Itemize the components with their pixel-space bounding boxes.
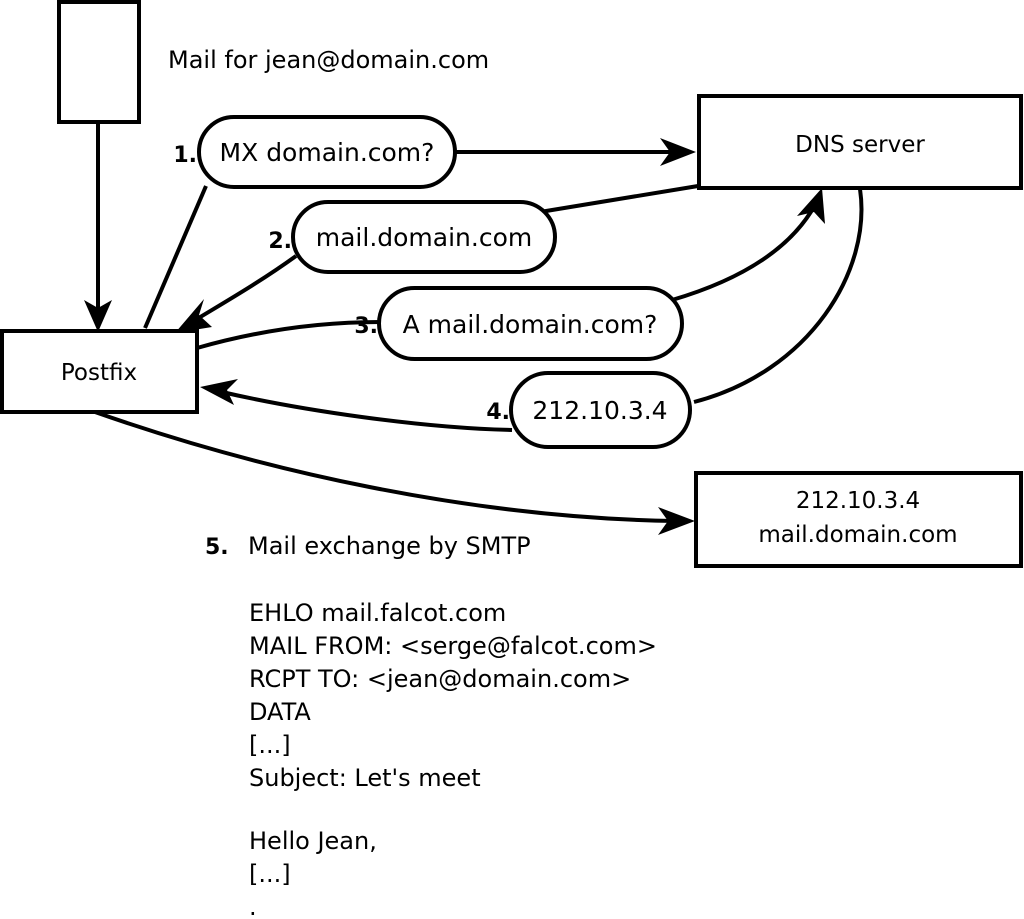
edge-step4-to-postfix — [200, 379, 513, 432]
edge-sender-to-postfix — [84, 122, 112, 332]
node-postfix: Postfix — [0, 329, 199, 414]
step-4-number: 4. — [486, 400, 510, 425]
step-4-bubble: 212.10.3.4 — [509, 371, 692, 449]
step-2-bubble-label: mail.domain.com — [316, 223, 532, 252]
node-dns-server: DNS server — [697, 94, 1023, 190]
edge-postfix-to-step3 — [196, 320, 381, 350]
edge-step3-to-dns — [671, 188, 825, 302]
step-1-number: 1. — [173, 143, 197, 168]
step-3-bubble-label: A mail.domain.com? — [403, 310, 658, 339]
smtp-line-3: DATA — [249, 698, 311, 726]
node-mail-server-ip: 212.10.3.4 — [796, 488, 920, 514]
node-mail-server: 212.10.3.4 mail.domain.com — [694, 471, 1023, 568]
step-4-bubble-label: 212.10.3.4 — [532, 396, 667, 425]
step-1-bubble: MX domain.com? — [197, 115, 457, 189]
step-5-label: Mail exchange by SMTP — [248, 532, 531, 560]
node-sender-box — [57, 0, 141, 124]
smtp-line-2: RCPT TO: <jean@domain.com> — [249, 665, 631, 693]
smtp-line-5: Subject: Let's meet — [249, 764, 481, 792]
smtp-line-7: Hello Jean, — [249, 827, 377, 855]
smtp-line-4: [...] — [249, 731, 291, 759]
diagram-title: Mail for jean@domain.com — [168, 46, 489, 74]
step-2-bubble: mail.domain.com — [291, 200, 557, 274]
edge-postfix-to-mailserver — [94, 410, 695, 535]
step-5-number: 5. — [205, 535, 229, 560]
node-postfix-label: Postfix — [61, 360, 137, 386]
step-1-bubble-label: MX domain.com? — [220, 138, 435, 167]
smtp-line-8: [...] — [249, 860, 291, 888]
smtp-line-1: MAIL FROM: <serge@falcot.com> — [249, 632, 657, 660]
edge-postfix-to-step1 — [143, 185, 208, 329]
step-2-number: 2. — [268, 229, 292, 254]
edge-step1-to-dns — [455, 138, 696, 166]
edge-step2-to-postfix — [175, 254, 298, 333]
smtp-line-9: . — [249, 893, 257, 919]
step-3-number: 3. — [354, 314, 378, 339]
edge-dns-to-step2 — [539, 184, 699, 214]
edge-dns-to-step4 — [693, 188, 864, 404]
node-dns-server-label: DNS server — [795, 132, 925, 158]
node-mail-server-host: mail.domain.com — [758, 522, 957, 548]
smtp-line-0: EHLO mail.falcot.com — [249, 599, 506, 627]
step-3-bubble: A mail.domain.com? — [377, 286, 684, 361]
